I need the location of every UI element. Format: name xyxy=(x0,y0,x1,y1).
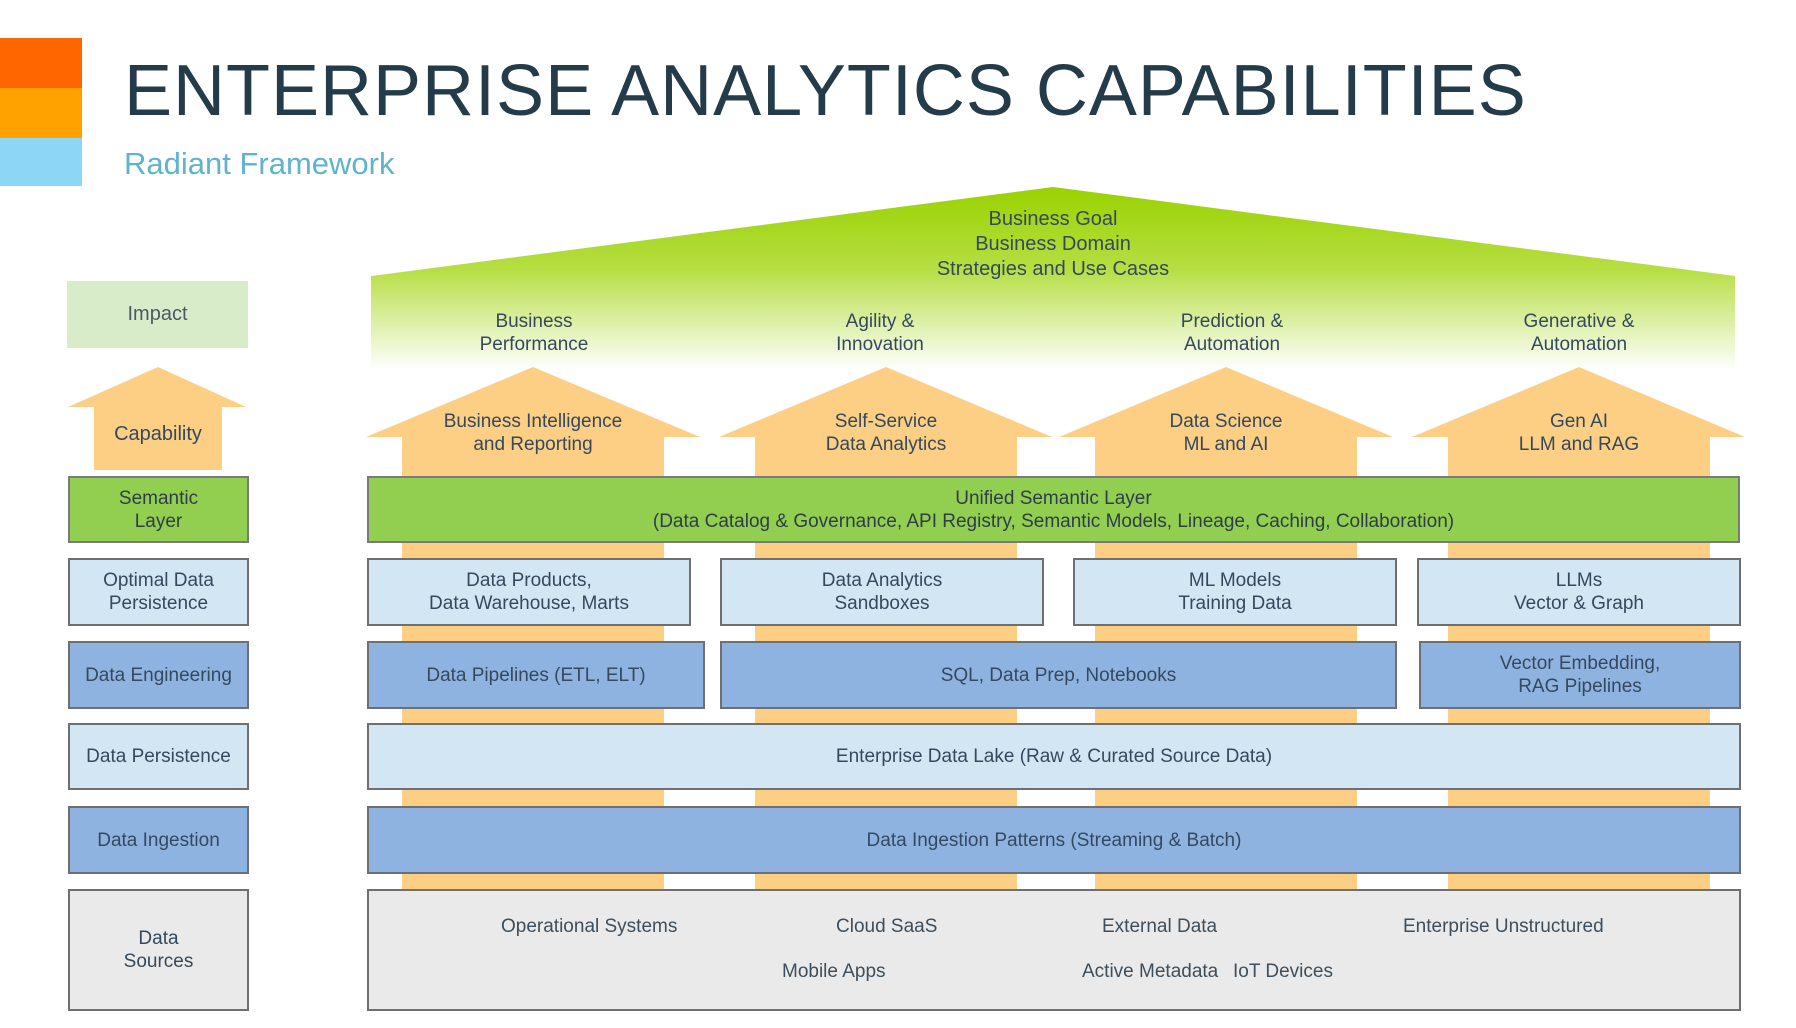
outcome-label: Generative & Automation xyxy=(1523,311,1635,355)
enterprise-data-lake: Enterprise Data Lake (Raw & Curated Sour… xyxy=(367,723,1741,790)
optimal-persistence-side-label: Optimal Data Persistence xyxy=(68,558,249,626)
outcome-label: Business Performance xyxy=(479,311,589,355)
optimal-box-llms: LLMs Vector & Graph xyxy=(1417,558,1741,626)
data-sources-panel xyxy=(367,889,1741,1011)
capability-arrow-4 xyxy=(1412,367,1745,475)
source-item: External Data xyxy=(1102,916,1218,937)
optimal-box-data-products: Data Products, Data Warehouse, Marts xyxy=(367,558,691,626)
accent-bar-blue xyxy=(0,138,82,186)
capability-label: Self-Service Data Analytics xyxy=(825,411,947,455)
capability-label: Gen AI LLM and RAG xyxy=(1518,411,1640,455)
page-subtitle: Radiant Framework xyxy=(124,146,395,181)
business-goal-text: Business Goal Business Domain Strategies… xyxy=(936,208,1170,280)
engineering-box-pipelines: Data Pipelines (ETL, ELT) xyxy=(367,641,705,709)
unified-semantic-layer: Unified Semantic Layer (Data Catalog & G… xyxy=(367,476,1740,543)
capability-side-label: Capability xyxy=(114,423,202,445)
semantic-layer-side-label: Semantic Layer xyxy=(68,476,249,543)
capability-arrow-1 xyxy=(366,367,700,475)
capability-label: Business Intelligence and Reporting xyxy=(443,411,623,455)
optimal-box-ml-models: ML Models Training Data xyxy=(1073,558,1397,626)
accent-bar-amber xyxy=(0,88,82,138)
engineering-box-vector: Vector Embedding, RAG Pipelines xyxy=(1419,641,1741,709)
outcome-label: Agility & Innovation xyxy=(836,311,924,355)
outcome-label: Prediction & Automation xyxy=(1180,311,1284,355)
accent-bar-orange xyxy=(0,38,82,88)
source-item: Active Metadata xyxy=(1082,961,1219,982)
page-title: ENTERPRISE ANALYTICS CAPABILITIES xyxy=(124,51,1527,131)
impact-label: Impact xyxy=(67,281,248,348)
source-item: Mobile Apps xyxy=(782,961,886,982)
data-ingestion-side-label: Data Ingestion xyxy=(68,806,249,874)
source-item: Operational Systems xyxy=(501,916,678,937)
capability-arrow-3 xyxy=(1059,367,1393,475)
source-item: Cloud SaaS xyxy=(836,916,938,937)
engineering-box-sql: SQL, Data Prep, Notebooks xyxy=(720,641,1397,709)
data-engineering-side-label: Data Engineering xyxy=(68,641,249,709)
data-ingestion-patterns: Data Ingestion Patterns (Streaming & Bat… xyxy=(367,806,1741,874)
capability-arrow-2 xyxy=(719,367,1052,475)
data-persistence-side-label: Data Persistence xyxy=(68,723,249,790)
data-sources-side-label: Data Sources xyxy=(68,889,249,1011)
optimal-box-sandboxes: Data Analytics Sandboxes xyxy=(720,558,1044,626)
roof-shape xyxy=(371,187,1735,370)
source-item: Enterprise Unstructured xyxy=(1403,916,1604,937)
capability-arrow-left xyxy=(68,367,246,470)
capability-label: Data Science ML and AI xyxy=(1169,411,1283,455)
source-item: IoT Devices xyxy=(1233,961,1333,982)
